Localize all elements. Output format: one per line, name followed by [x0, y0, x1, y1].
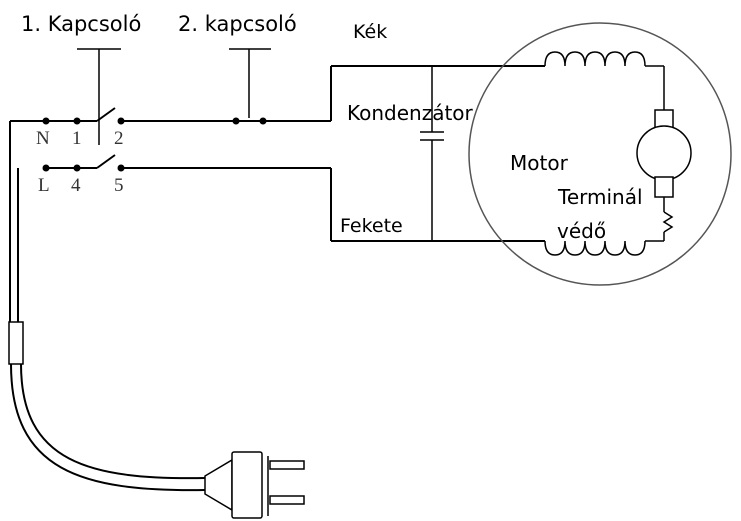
terminal-dot-n: [42, 117, 50, 125]
capacitor-label: Kondenzátor: [347, 101, 474, 125]
terminal-protector-label-2: védő: [557, 219, 606, 243]
motor-label: Motor: [510, 151, 569, 175]
motor-housing-circle: [468, 22, 732, 286]
capacitor-symbol: [420, 66, 444, 241]
motor-armature: [636, 109, 692, 242]
terminal-dot-2: [117, 117, 125, 125]
plug-pin-top: [269, 460, 305, 470]
terminal-label-5: 5: [114, 175, 124, 196]
terminal-dots: [42, 117, 267, 172]
terminal-protector-label-1: Terminál: [557, 185, 643, 209]
power-cord: [8, 121, 206, 492]
switch-2-label: 2. kapcsoló: [178, 12, 297, 36]
blue-wire-label: Kék: [353, 21, 387, 43]
terminal-dot-5: [117, 164, 125, 172]
neutral-line-wire: [10, 65, 545, 122]
plug-pin-bottom: [269, 495, 305, 505]
live-line-wire: [46, 154, 545, 242]
terminal-dot-l: [42, 164, 50, 172]
terminal-label-4: 4: [71, 175, 81, 196]
terminal-label-2: 2: [114, 128, 124, 149]
terminal-dot-1: [73, 117, 81, 125]
plug: [204, 451, 305, 519]
top-winding-coil: [544, 51, 665, 110]
switch-2-dot-right: [259, 117, 267, 125]
switch-2-dot-left: [232, 117, 240, 125]
terminal-label-1: 1: [72, 128, 82, 149]
black-wire-label: Fekete: [340, 215, 403, 237]
switch-1-actuator: [77, 48, 121, 145]
switch-2-actuator: [229, 48, 271, 118]
terminal-label-l: L: [38, 175, 50, 196]
bottom-winding-coil: [544, 240, 646, 256]
terminal-label-n: N: [36, 128, 50, 149]
terminal-dot-4: [73, 164, 81, 172]
switch-1-label: 1. Kapcsoló: [21, 12, 141, 36]
